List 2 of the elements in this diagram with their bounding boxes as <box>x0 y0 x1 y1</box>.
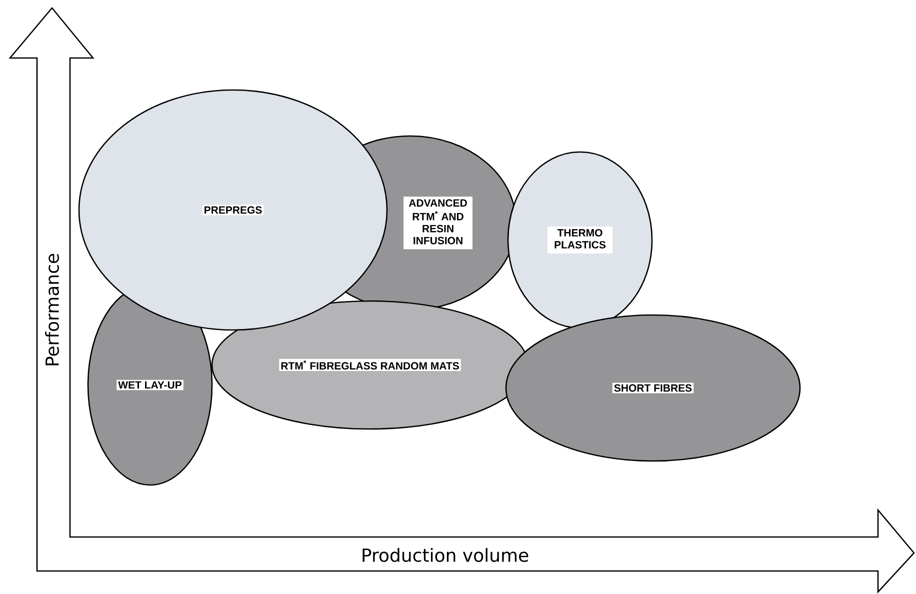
axis-label: Performance <box>45 254 59 366</box>
axis-label: Production volume <box>362 548 528 562</box>
